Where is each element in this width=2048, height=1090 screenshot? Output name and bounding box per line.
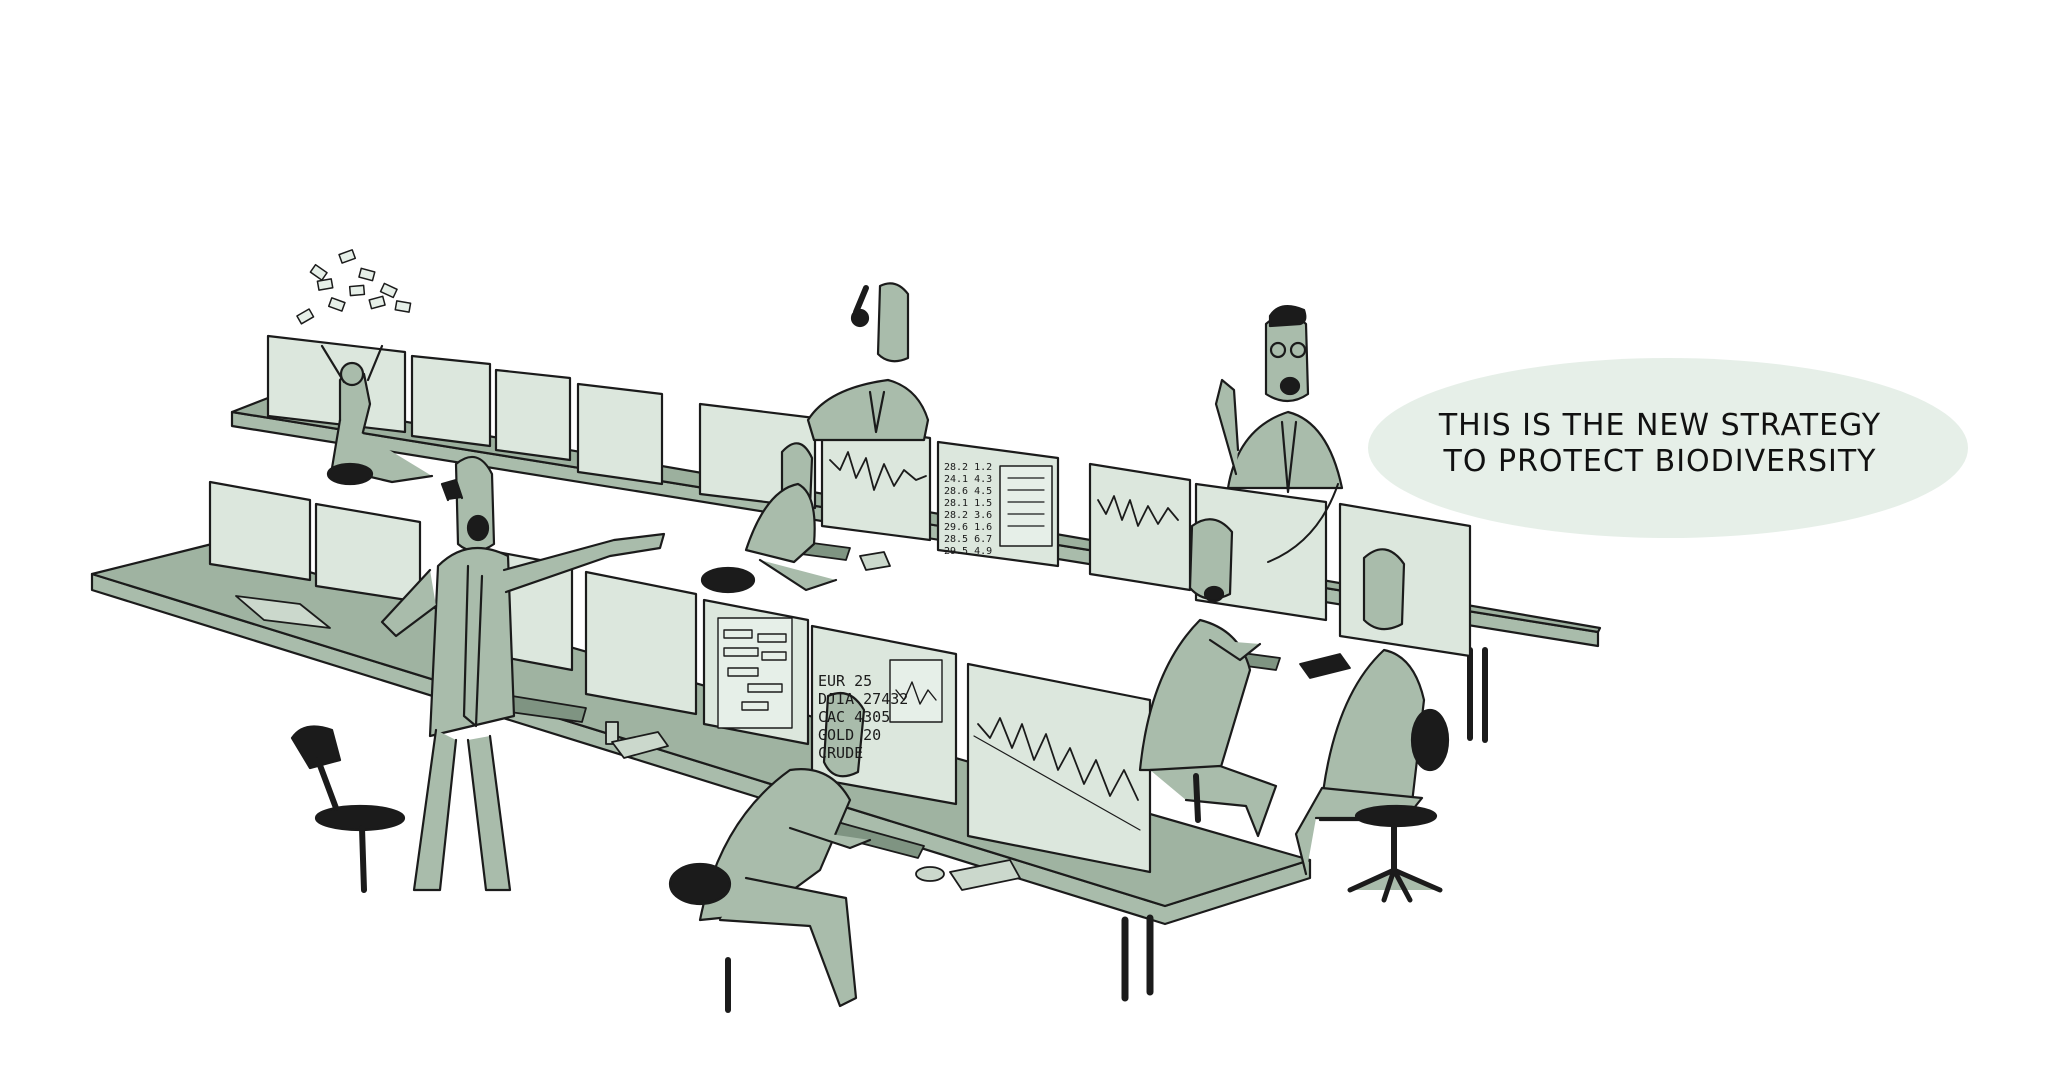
ticker-row: CRUDE xyxy=(818,744,863,762)
number-column: 28.2 1.2 24.1 4.3 28.6 4.5 28.1 1.5 28.2… xyxy=(944,462,992,557)
speech-bubble-line-1: THIS IS THE NEW STRATEGY xyxy=(1438,408,1882,443)
flowchart-doc xyxy=(717,617,793,729)
pointing-trader xyxy=(1214,305,1344,494)
ticker-row: DJIA 27432 xyxy=(818,690,908,708)
number-row: 29.5 4.9 xyxy=(944,546,992,557)
speech-bubble-line-2: TO PROTECT BIODIVERSITY xyxy=(1443,444,1877,479)
number-row: 28.1 1.5 xyxy=(944,498,992,509)
speech-bubble xyxy=(1368,358,1968,538)
ticker-row: CAC 4305 xyxy=(818,708,890,726)
number-row: 28.5 6.7 xyxy=(944,534,992,545)
flying-banknotes xyxy=(296,249,412,325)
number-row: 28.6 4.5 xyxy=(944,486,992,497)
typing-trader xyxy=(668,692,872,1013)
phone-trader-back xyxy=(806,282,930,442)
number-row: 28.2 3.6 xyxy=(944,510,992,521)
speech-bubble-tail xyxy=(1267,483,1339,563)
number-row: 28.2 1.2 xyxy=(944,462,992,473)
number-row: 29.6 1.6 xyxy=(944,522,992,533)
ticker-row: GOLD 20 xyxy=(818,726,881,744)
gesturing-trader xyxy=(1138,518,1278,838)
big-chart-line xyxy=(977,717,1139,801)
leaning-trader xyxy=(700,442,838,594)
empty-chair xyxy=(290,725,406,893)
doc-panel-back-lines xyxy=(1007,477,1045,527)
number-row: 24.1 4.3 xyxy=(944,474,992,485)
doc-panel-back xyxy=(999,465,1053,547)
chart-monitor-back-2 xyxy=(1088,462,1192,592)
seated-trader-right xyxy=(1294,548,1450,903)
cheering-trader xyxy=(320,344,434,486)
ticker-board: EUR 25 DJIA 27432 CAC 4305 GOLD 20 CRUDE xyxy=(818,672,908,762)
ticker-row: EUR 25 xyxy=(818,672,872,690)
chart-line-2 xyxy=(1097,495,1179,527)
chart-line-1 xyxy=(829,451,927,491)
speech-bubble-text: THIS IS THE NEW STRATEGY TO PROTECT BIOD… xyxy=(1380,408,1940,480)
shouting-trader xyxy=(380,455,666,892)
